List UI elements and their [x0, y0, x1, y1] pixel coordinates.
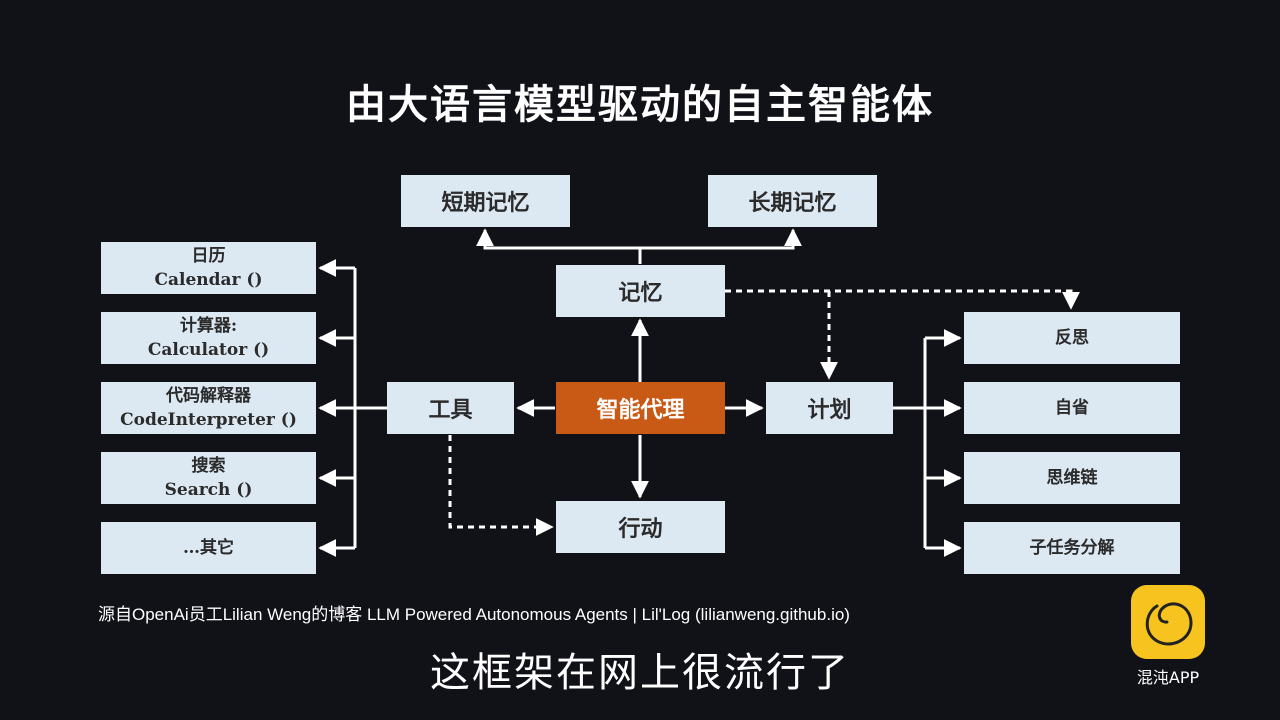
tool-code: CodeInterpreter (): [120, 410, 297, 430]
action-node: 行动: [556, 501, 725, 553]
tool-name: …其它: [183, 538, 234, 558]
chaos-circle-icon: [1145, 602, 1193, 646]
tools-to-action-dashed: [448, 435, 554, 536]
tool-name: 代码解释器: [166, 386, 251, 406]
planning-item-reflection: 反思: [964, 312, 1180, 364]
tool-code: Search (): [164, 480, 253, 500]
tool-code: Calendar (): [154, 270, 263, 290]
planning-node: 计划: [766, 382, 893, 434]
app-logo: [1131, 585, 1205, 659]
long-term-memory-node: 长期记忆: [708, 175, 877, 227]
tool-item-code-interpreter: 代码解释器 CodeInterpreter (): [101, 382, 316, 434]
planning-item-self-critique: 自省: [964, 382, 1180, 434]
tool-item-others: …其它: [101, 522, 316, 574]
planning-item-chain-of-thought: 思维链: [964, 452, 1180, 504]
short-term-memory-node: 短期记忆: [401, 175, 570, 227]
memory-to-stm-line: [476, 228, 642, 264]
tool-item-calendar: 日历 Calendar (): [101, 242, 316, 294]
planning-item-subgoal-decomposition: 子任务分解: [964, 522, 1180, 574]
agent-node: 智能代理: [556, 382, 725, 434]
tools-node: 工具: [387, 382, 514, 434]
tool-code: Calculator (): [147, 340, 270, 360]
slide-title: 由大语言模型驱动的自主智能体: [346, 81, 934, 128]
app-logo-label: 混沌APP: [1136, 668, 1200, 687]
tool-name: 搜索: [191, 456, 226, 476]
tool-item-calculator: 计算器: Calculator (): [101, 312, 316, 364]
memory-node: 记忆: [556, 265, 725, 317]
tool-name: 日历: [191, 246, 226, 266]
source-caption: 源自OpenAi员工Lilian Weng的博客 LLM Powered Aut…: [98, 605, 850, 624]
tool-name: 计算器:: [179, 316, 238, 336]
memory-to-ltm-line: [640, 228, 802, 250]
video-subtitle: 这框架在网上很流行了: [430, 650, 850, 696]
memory-to-reflection-dashed: [725, 289, 1080, 310]
tool-item-search: 搜索 Search (): [101, 452, 316, 504]
